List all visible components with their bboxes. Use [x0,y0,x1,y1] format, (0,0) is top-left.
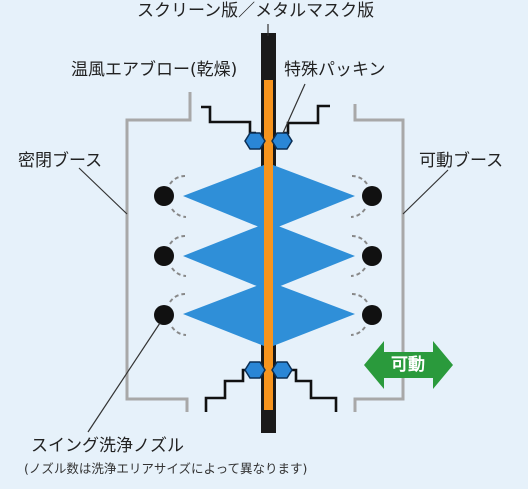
packing-label: 特殊パッキン [284,60,386,80]
nozzle-right-2 [362,246,382,266]
packing-seals [244,132,293,379]
leader-sealed [78,167,128,215]
screen-plate-label: スクリーン版／メタルマスク版 [137,1,375,21]
packing-bottom-right [271,361,293,379]
nozzle-left-2 [154,246,174,266]
packing-bottom-left [244,361,266,379]
left-swing-arcs [169,174,187,336]
right-swing-arcs [350,174,368,336]
left-spray-cones [183,165,264,346]
hot-air-label: 温風エアブロー(乾燥) [71,60,238,80]
nozzle-left-3 [154,305,174,325]
sealed-booth-label: 密閉ブース [18,151,103,171]
bottom-bracket [204,368,338,412]
left-nozzles [154,186,174,325]
leader-movable [402,169,449,215]
packing-top-right [271,132,293,150]
right-spray-cones [273,165,355,346]
nozzle-label: スイング洗浄ノズル [31,436,184,456]
movable-booth-label: 可動ブース [419,151,504,171]
nozzle-right-3 [362,305,382,325]
leader-lines [78,24,449,433]
leader-nozzle [87,322,161,433]
screen-plate-core [264,80,273,410]
right-nozzles [362,186,382,325]
nozzle-note: (ノズル数は洗浄エリアサイズによって異なります) [24,461,308,476]
movable-booth-wall [353,104,405,412]
movable-double-arrow [364,341,453,389]
leader-packing [282,83,306,134]
movable-arrow-label: 可動 [391,355,425,375]
packing-top-left [244,132,266,150]
sealed-booth-wall [125,104,192,412]
nozzle-right-1 [362,186,382,206]
nozzle-left-1 [154,186,174,206]
